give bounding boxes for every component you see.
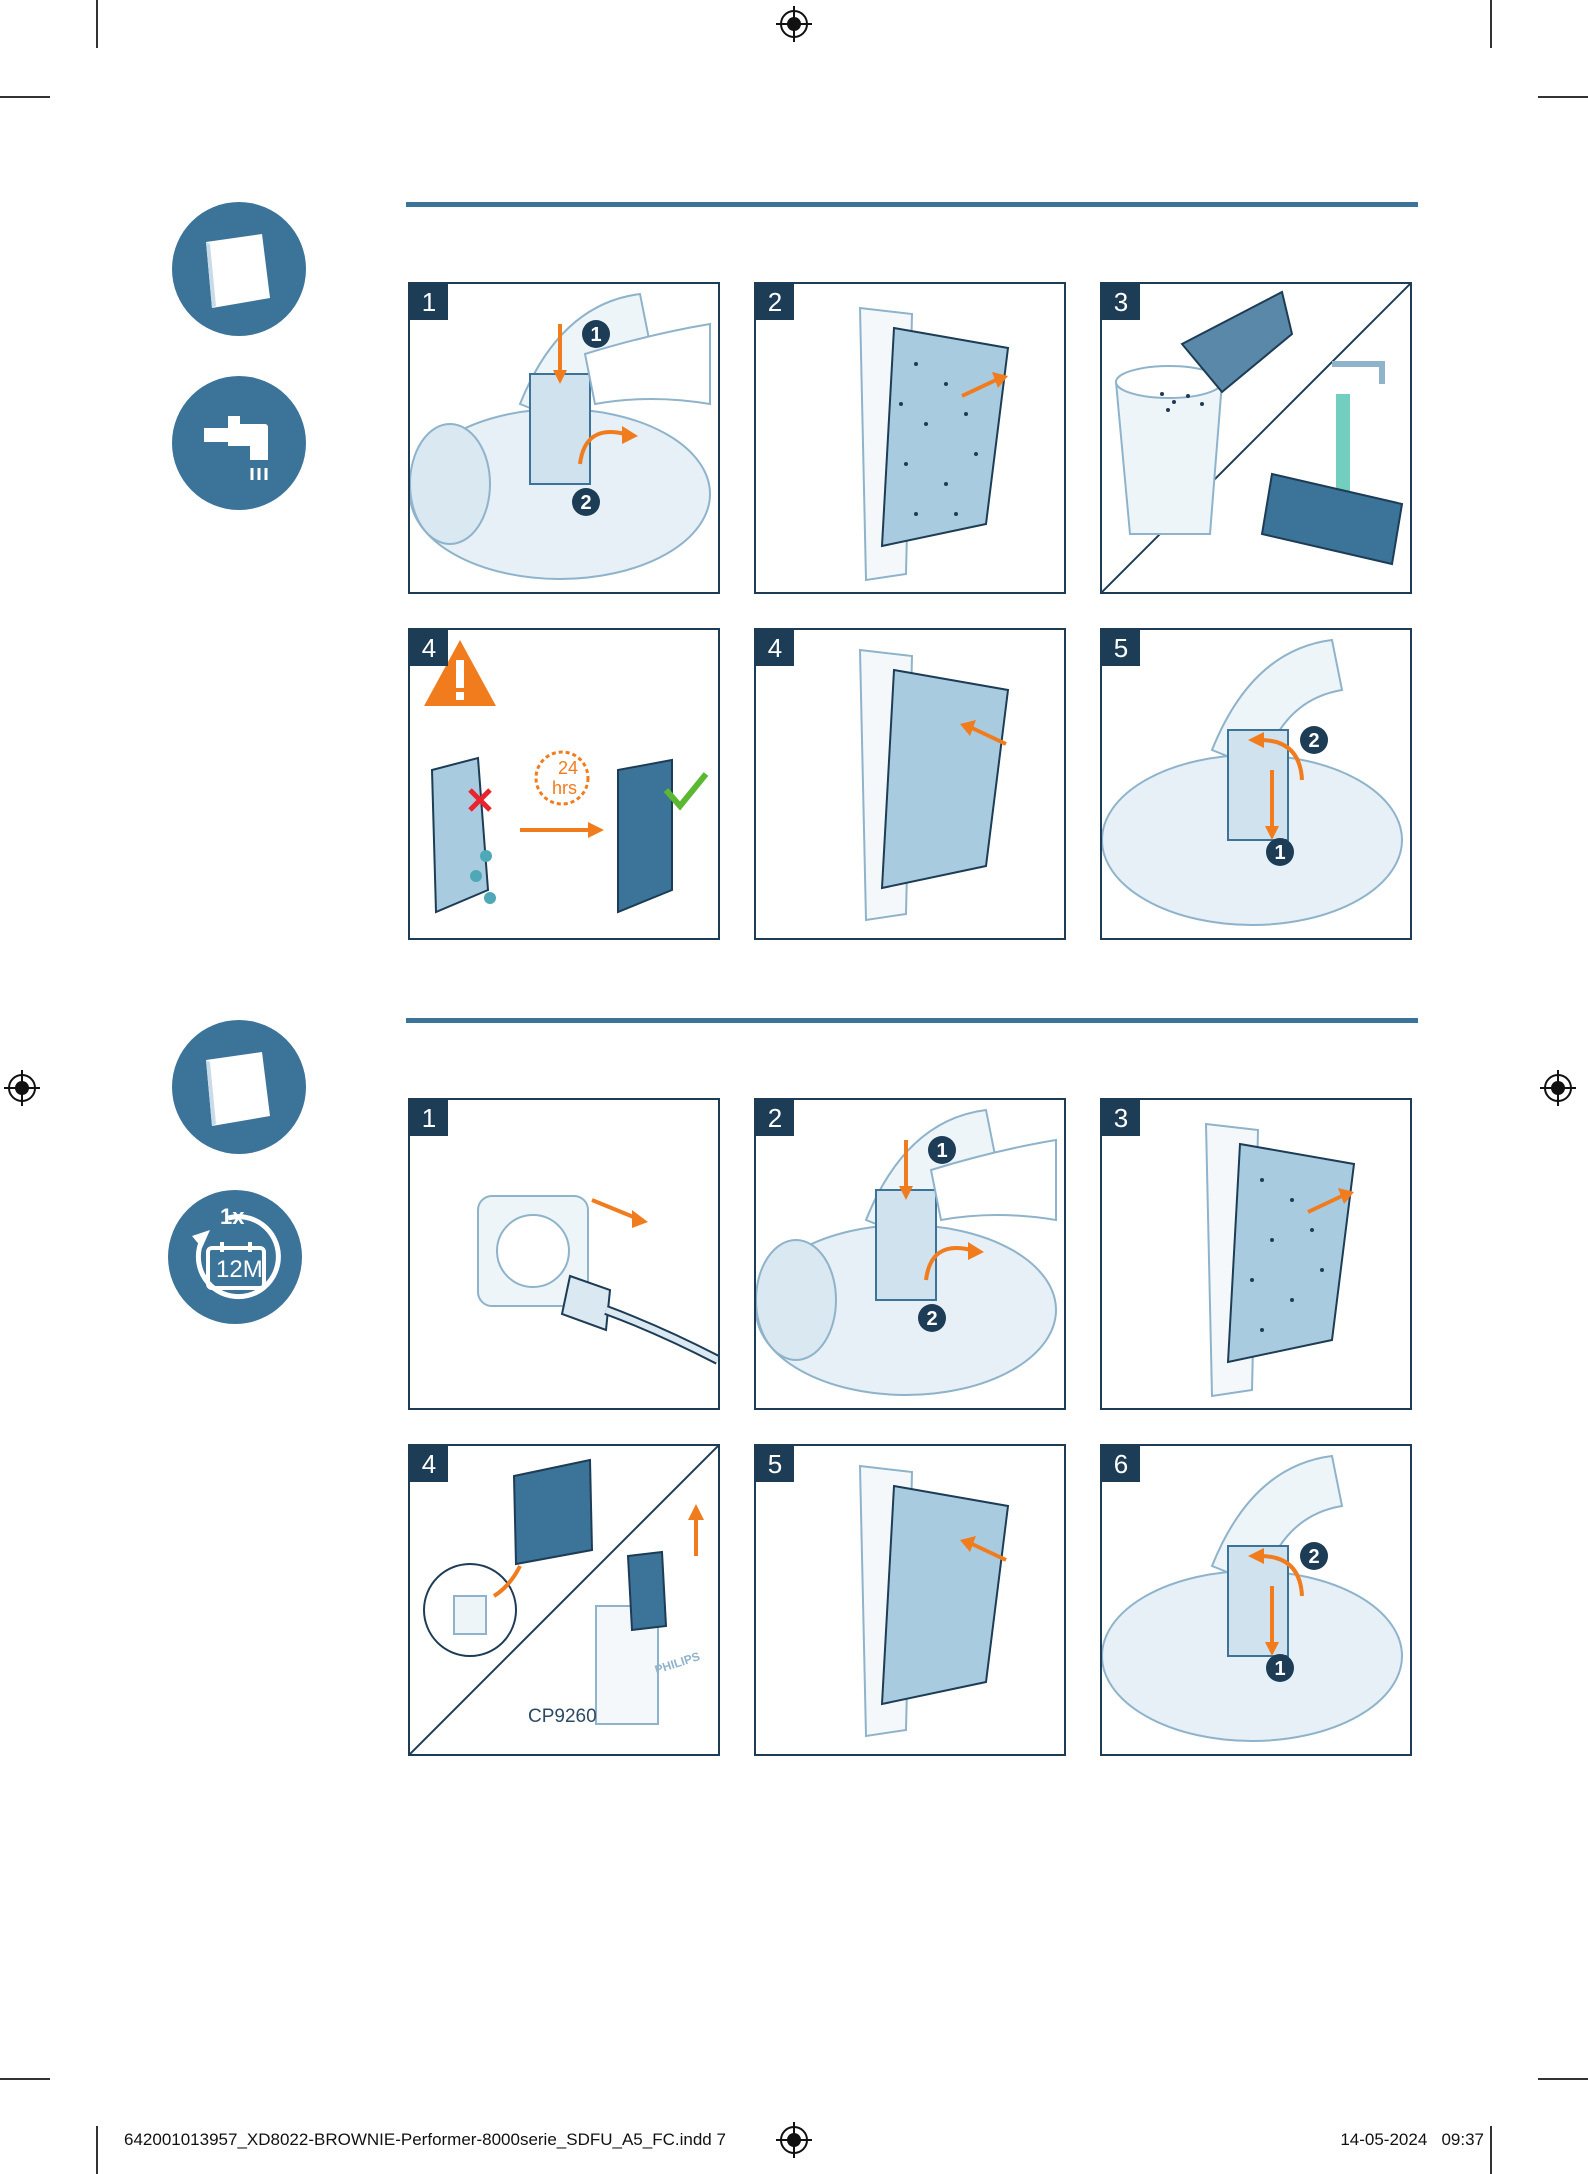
step-number: 1	[410, 1100, 448, 1136]
step-panel: 5 2 1	[1100, 628, 1412, 940]
footer-time: 09:37	[1441, 2130, 1484, 2149]
tap-water-icon	[172, 376, 306, 510]
step-number: 4	[756, 630, 794, 666]
step-number: 2	[756, 284, 794, 320]
crop-mark	[1490, 0, 1492, 48]
filter-icon	[172, 202, 306, 336]
crop-mark	[1490, 2126, 1492, 2174]
step-panel: 2 1 2	[754, 1098, 1066, 1410]
svg-text:2: 2	[1308, 1546, 1319, 1568]
step-panel: 6 2 1	[1100, 1444, 1412, 1756]
drying-time-value: 24	[558, 758, 579, 778]
svg-text:1: 1	[936, 1140, 947, 1162]
step-number: 2	[756, 1100, 794, 1136]
step-panel: 5	[754, 1444, 1066, 1756]
svg-text:2: 2	[926, 1308, 937, 1330]
registration-mark-icon	[1540, 1070, 1576, 1106]
footer-timestamp: 14-05-2024 09:37	[1340, 2130, 1484, 2150]
svg-text:2: 2	[1308, 730, 1319, 752]
step-number: 4	[410, 630, 448, 666]
step-panel: 1 1 2	[408, 282, 720, 594]
step-panel: 4 PHILIPS CP9260	[408, 1444, 720, 1756]
filter-icon	[172, 1020, 306, 1154]
svg-text:1: 1	[1274, 1658, 1285, 1680]
svg-text:1: 1	[1274, 842, 1285, 864]
step-number: 4	[410, 1446, 448, 1482]
yearly-times-text: 1x	[220, 1204, 245, 1229]
step-number: 6	[1102, 1446, 1140, 1482]
drying-time-unit: hrs	[552, 778, 578, 798]
section-divider	[406, 1018, 1418, 1023]
yearly-period-text: 12M	[216, 1256, 263, 1283]
crop-mark	[1538, 96, 1588, 98]
svg-text:2: 2	[580, 492, 591, 514]
registration-mark-icon	[776, 6, 812, 42]
replace-yearly-icon: 1x 12M	[168, 1190, 302, 1324]
crop-mark	[96, 2126, 98, 2174]
step-panel: 4 24 hrs	[408, 628, 720, 940]
step-number: 5	[756, 1446, 794, 1482]
crop-mark	[0, 96, 50, 98]
step-number: 3	[1102, 1100, 1140, 1136]
step-number: 5	[1102, 630, 1140, 666]
footer-date: 14-05-2024	[1340, 2130, 1428, 2149]
step-panel: 3	[1100, 282, 1412, 594]
step-number: 3	[1102, 284, 1140, 320]
footer-filename: 642001013957_XD8022-BROWNIE-Performer-80…	[124, 2130, 726, 2149]
step-panel: 1	[408, 1098, 720, 1410]
step-number: 1	[410, 284, 448, 320]
step-panel: 3	[1100, 1098, 1412, 1410]
registration-mark-icon	[4, 1070, 40, 1106]
registration-mark-icon	[776, 2122, 812, 2158]
product-code-text: CP9260	[528, 1706, 597, 1727]
section-divider	[406, 202, 1418, 207]
crop-mark	[0, 2078, 50, 2080]
crop-mark	[96, 0, 98, 48]
step-panel: 4	[754, 628, 1066, 940]
crop-mark	[1538, 2078, 1588, 2080]
step-panel: 2	[754, 282, 1066, 594]
svg-text:1: 1	[590, 324, 601, 346]
